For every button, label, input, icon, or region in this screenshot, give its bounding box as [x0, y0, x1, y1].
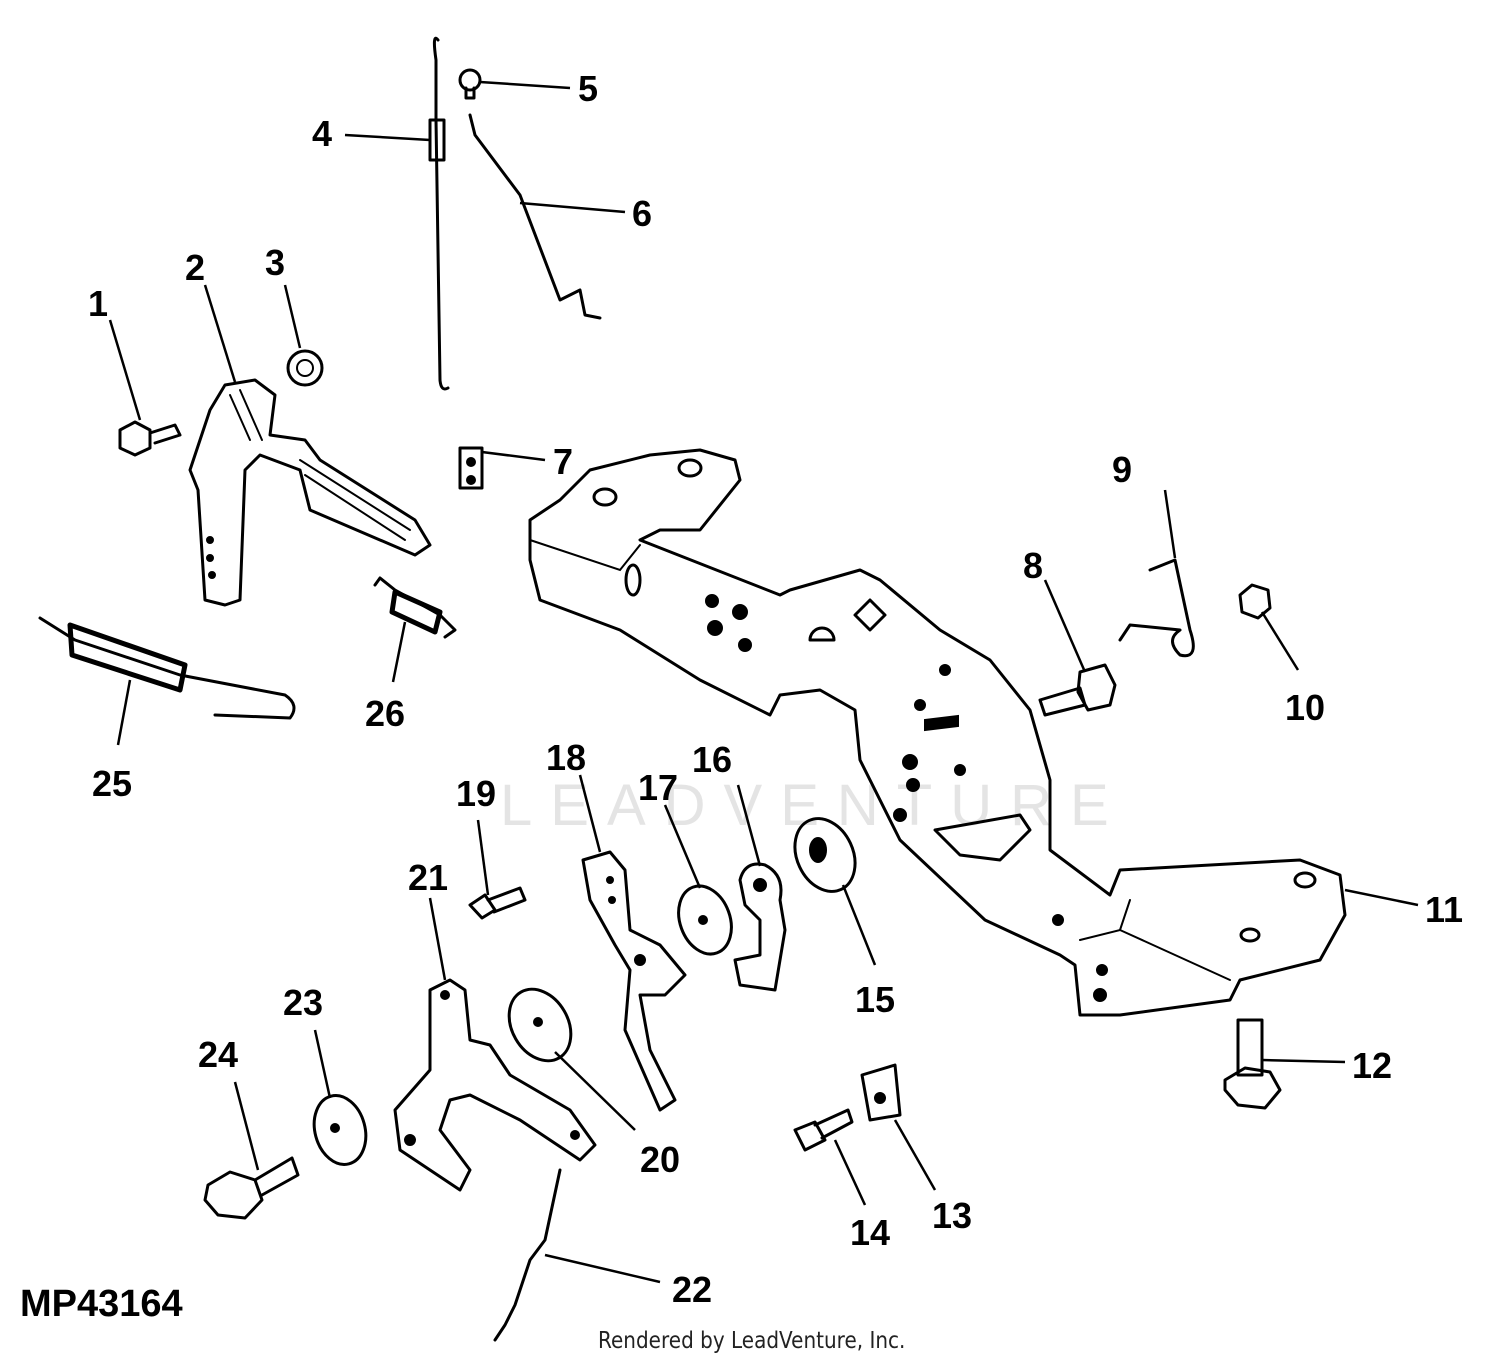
callout-9: 9: [1112, 449, 1132, 490]
screw-14: [793, 1108, 854, 1152]
watermark: LEADVENTURE: [500, 773, 1127, 838]
washer-20: [507, 987, 573, 1063]
main-bracket: [528, 448, 1347, 1017]
bolt-12: [1223, 1018, 1282, 1110]
cable-4: [428, 36, 450, 391]
callout-15: 15: [855, 979, 895, 1020]
callout-20: 20: [640, 1139, 680, 1180]
rod-22: [493, 1168, 562, 1342]
washer-15: [793, 817, 857, 893]
callout-labels: 1 2 3 4 5 6 7 8 9 10 11 12 13 14 15 16 1…: [88, 68, 1463, 1310]
callout-25: 25: [92, 763, 132, 804]
callout-6: 6: [632, 193, 652, 234]
rod-6: [468, 113, 602, 320]
callout-12: 12: [1352, 1045, 1392, 1086]
lever-18: [581, 850, 687, 1112]
callout-14: 14: [850, 1212, 890, 1253]
callout-16: 16: [692, 739, 732, 780]
bolt-1: [118, 420, 182, 457]
spring-25: [38, 616, 296, 720]
callout-17: 17: [638, 767, 678, 808]
spring-9: [1118, 558, 1195, 658]
leader-lines: [108, 80, 1419, 1284]
bracket-16: [733, 862, 787, 992]
callout-18: 18: [546, 737, 586, 778]
callout-21: 21: [408, 857, 448, 898]
callout-19: 19: [456, 773, 496, 814]
washer-23: [312, 1094, 368, 1166]
screw-5: [458, 68, 482, 100]
callout-24: 24: [198, 1034, 238, 1075]
callout-8: 8: [1023, 545, 1043, 586]
callout-4: 4: [312, 113, 332, 154]
callout-5: 5: [578, 68, 598, 109]
clip-7: [458, 446, 484, 490]
lower-lever: [393, 978, 597, 1192]
nut-10: [1238, 583, 1272, 620]
callout-3: 3: [265, 242, 285, 283]
nut-3: [286, 349, 324, 387]
callout-7: 7: [553, 441, 573, 482]
upper-lever: [188, 378, 432, 607]
spring-26: [373, 576, 457, 639]
callout-23: 23: [283, 982, 323, 1023]
callout-26: 26: [365, 693, 405, 734]
washer-17: [677, 884, 733, 956]
callout-22: 22: [672, 1269, 712, 1310]
screw-19: [468, 886, 527, 920]
figure-id: MP43164: [20, 1283, 183, 1325]
clip-13: [860, 1063, 902, 1122]
bolt-8: [1038, 663, 1117, 717]
callout-10: 10: [1285, 687, 1325, 728]
callout-13: 13: [932, 1195, 972, 1236]
callout-2: 2: [185, 247, 205, 288]
bolt-24: [203, 1156, 300, 1220]
render-credit: Rendered by LeadVenture, Inc.: [598, 1326, 906, 1354]
callout-1: 1: [88, 283, 108, 324]
callout-11: 11: [1425, 889, 1463, 930]
